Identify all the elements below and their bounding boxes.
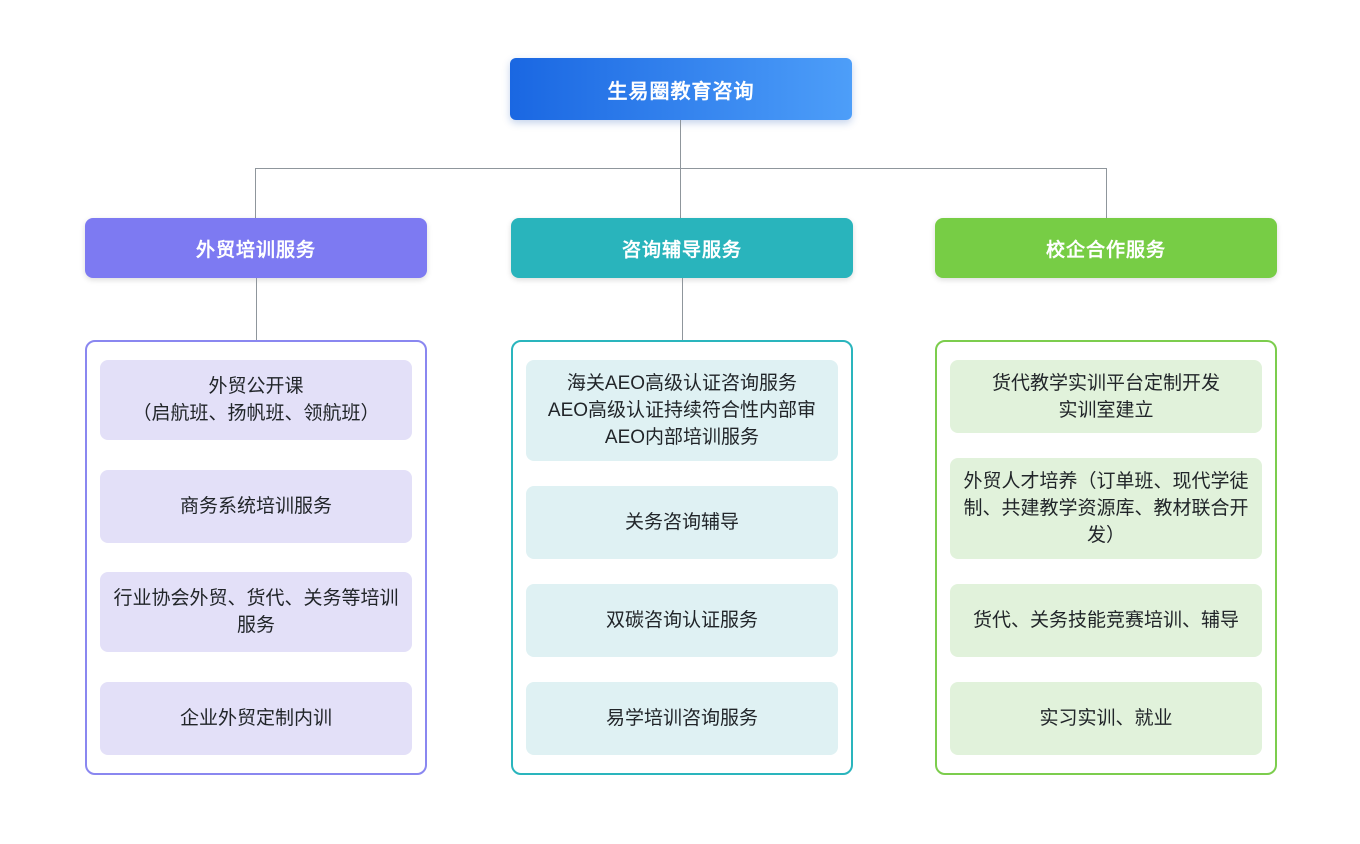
branch-header-school-enterprise-cooperation: 校企合作服务 — [935, 218, 1277, 278]
root-node: 生易圈教育咨询 — [510, 58, 852, 120]
branch-header-label: 外贸培训服务 — [195, 239, 316, 261]
service-item: 易学培训咨询服务 — [526, 682, 838, 755]
connector-root-vertical — [680, 120, 681, 168]
branch-box-school-enterprise-cooperation: 货代教学实训平台定制开发 实训室建立 外贸人才培养（订单班、现代学徒制、共建教学… — [935, 340, 1277, 775]
service-item: 商务系统培训服务 — [100, 469, 412, 543]
root-node-label: 生易圈教育咨询 — [607, 80, 755, 103]
branch-consulting-coaching: 咨询辅导服务 海关AEO高级认证咨询服务 AEO高级认证持续符合性内部审 AEO… — [511, 218, 853, 775]
branch-school-enterprise-cooperation: 校企合作服务 货代教学实训平台定制开发 实训室建立 外贸人才培养（订单班、现代学… — [935, 218, 1277, 775]
service-item: 行业协会外贸、货代、关务等培训服务 — [100, 572, 412, 653]
branch-box-foreign-trade-training: 外贸公开课 （启航班、扬帆班、领航班） 商务系统培训服务 行业协会外贸、货代、关… — [85, 340, 427, 775]
connector-header-to-box — [255, 278, 257, 340]
service-item: 外贸公开课 （启航班、扬帆班、领航班） — [100, 360, 412, 440]
branch-header-foreign-trade-training: 外贸培训服务 — [85, 218, 427, 278]
connector-drop-left — [255, 168, 256, 218]
service-item: 双碳咨询认证服务 — [526, 584, 838, 657]
service-item: 企业外贸定制内训 — [100, 681, 412, 755]
service-item: 海关AEO高级认证咨询服务 AEO高级认证持续符合性内部审 AEO内部培训服务 — [526, 360, 838, 461]
connector-header-to-box-hidden — [1106, 278, 1107, 340]
connector-horizontal — [255, 168, 1107, 169]
service-item: 货代教学实训平台定制开发 实训室建立 — [950, 360, 1262, 433]
branch-header-label: 咨询辅导服务 — [621, 239, 742, 261]
connector-drop-right — [1106, 168, 1107, 218]
branch-box-consulting-coaching: 海关AEO高级认证咨询服务 AEO高级认证持续符合性内部审 AEO内部培训服务 … — [511, 340, 853, 775]
service-item: 关务咨询辅导 — [526, 486, 838, 559]
connector-drop-middle — [680, 168, 681, 218]
service-item: 货代、关务技能竞赛培训、辅导 — [950, 584, 1262, 657]
service-item: 外贸人才培养（订单班、现代学徒制、共建教学资源库、教材联合开发） — [950, 458, 1262, 559]
branch-header-consulting-coaching: 咨询辅导服务 — [511, 218, 853, 278]
connector-header-to-box — [681, 278, 683, 340]
branch-header-label: 校企合作服务 — [1045, 239, 1166, 261]
service-item: 实习实训、就业 — [950, 682, 1262, 755]
branch-foreign-trade-training: 外贸培训服务 外贸公开课 （启航班、扬帆班、领航班） 商务系统培训服务 行业协会… — [85, 218, 427, 775]
